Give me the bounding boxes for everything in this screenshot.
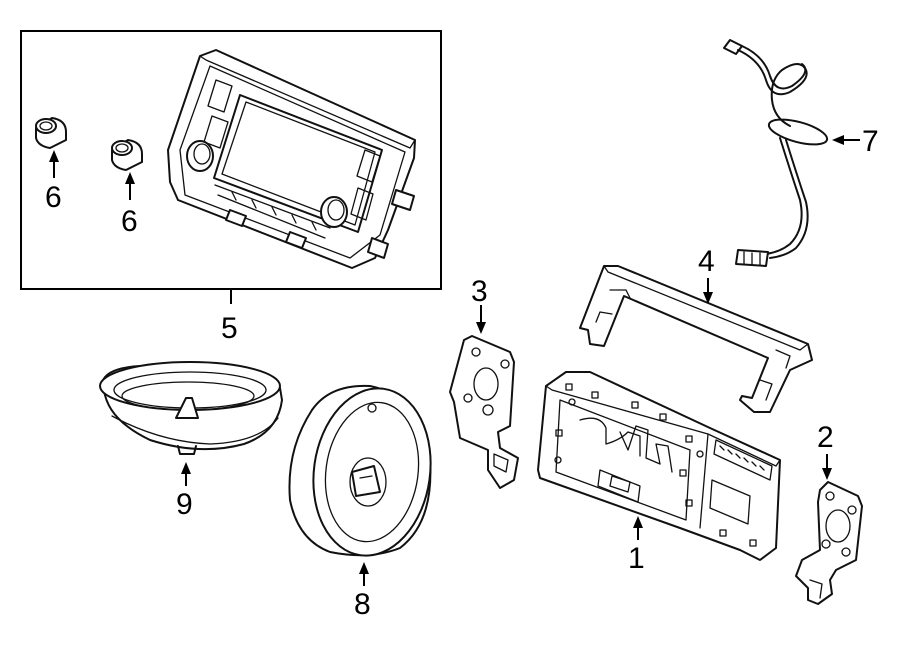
part-4-bracket[interactable] xyxy=(579,265,813,413)
callout-number-9: 9 xyxy=(176,488,193,521)
part-9-speaker[interactable] xyxy=(99,361,283,455)
callout-number-7: 7 xyxy=(862,125,879,158)
part-6-knob-b[interactable] xyxy=(111,139,143,171)
part-5-display-unit[interactable] xyxy=(167,49,416,269)
part-3-bracket[interactable] xyxy=(449,335,519,489)
part-6-knob-a[interactable] xyxy=(35,117,67,149)
callout-number-2: 2 xyxy=(817,421,834,454)
callout-number-6-left: 6 xyxy=(45,181,62,214)
callout-number-5: 5 xyxy=(221,312,238,345)
callout-number-6-right: 6 xyxy=(121,205,138,238)
part-1-radio-chassis[interactable] xyxy=(537,371,781,561)
part-7-wire-harness[interactable] xyxy=(723,39,830,267)
callout-number-4: 4 xyxy=(698,245,715,278)
part-8-speaker[interactable] xyxy=(288,381,441,564)
callout-number-8: 8 xyxy=(354,588,371,621)
callout-number-1: 1 xyxy=(628,542,645,575)
part-2-bracket[interactable] xyxy=(795,481,863,605)
callout-number-3: 3 xyxy=(471,275,488,308)
